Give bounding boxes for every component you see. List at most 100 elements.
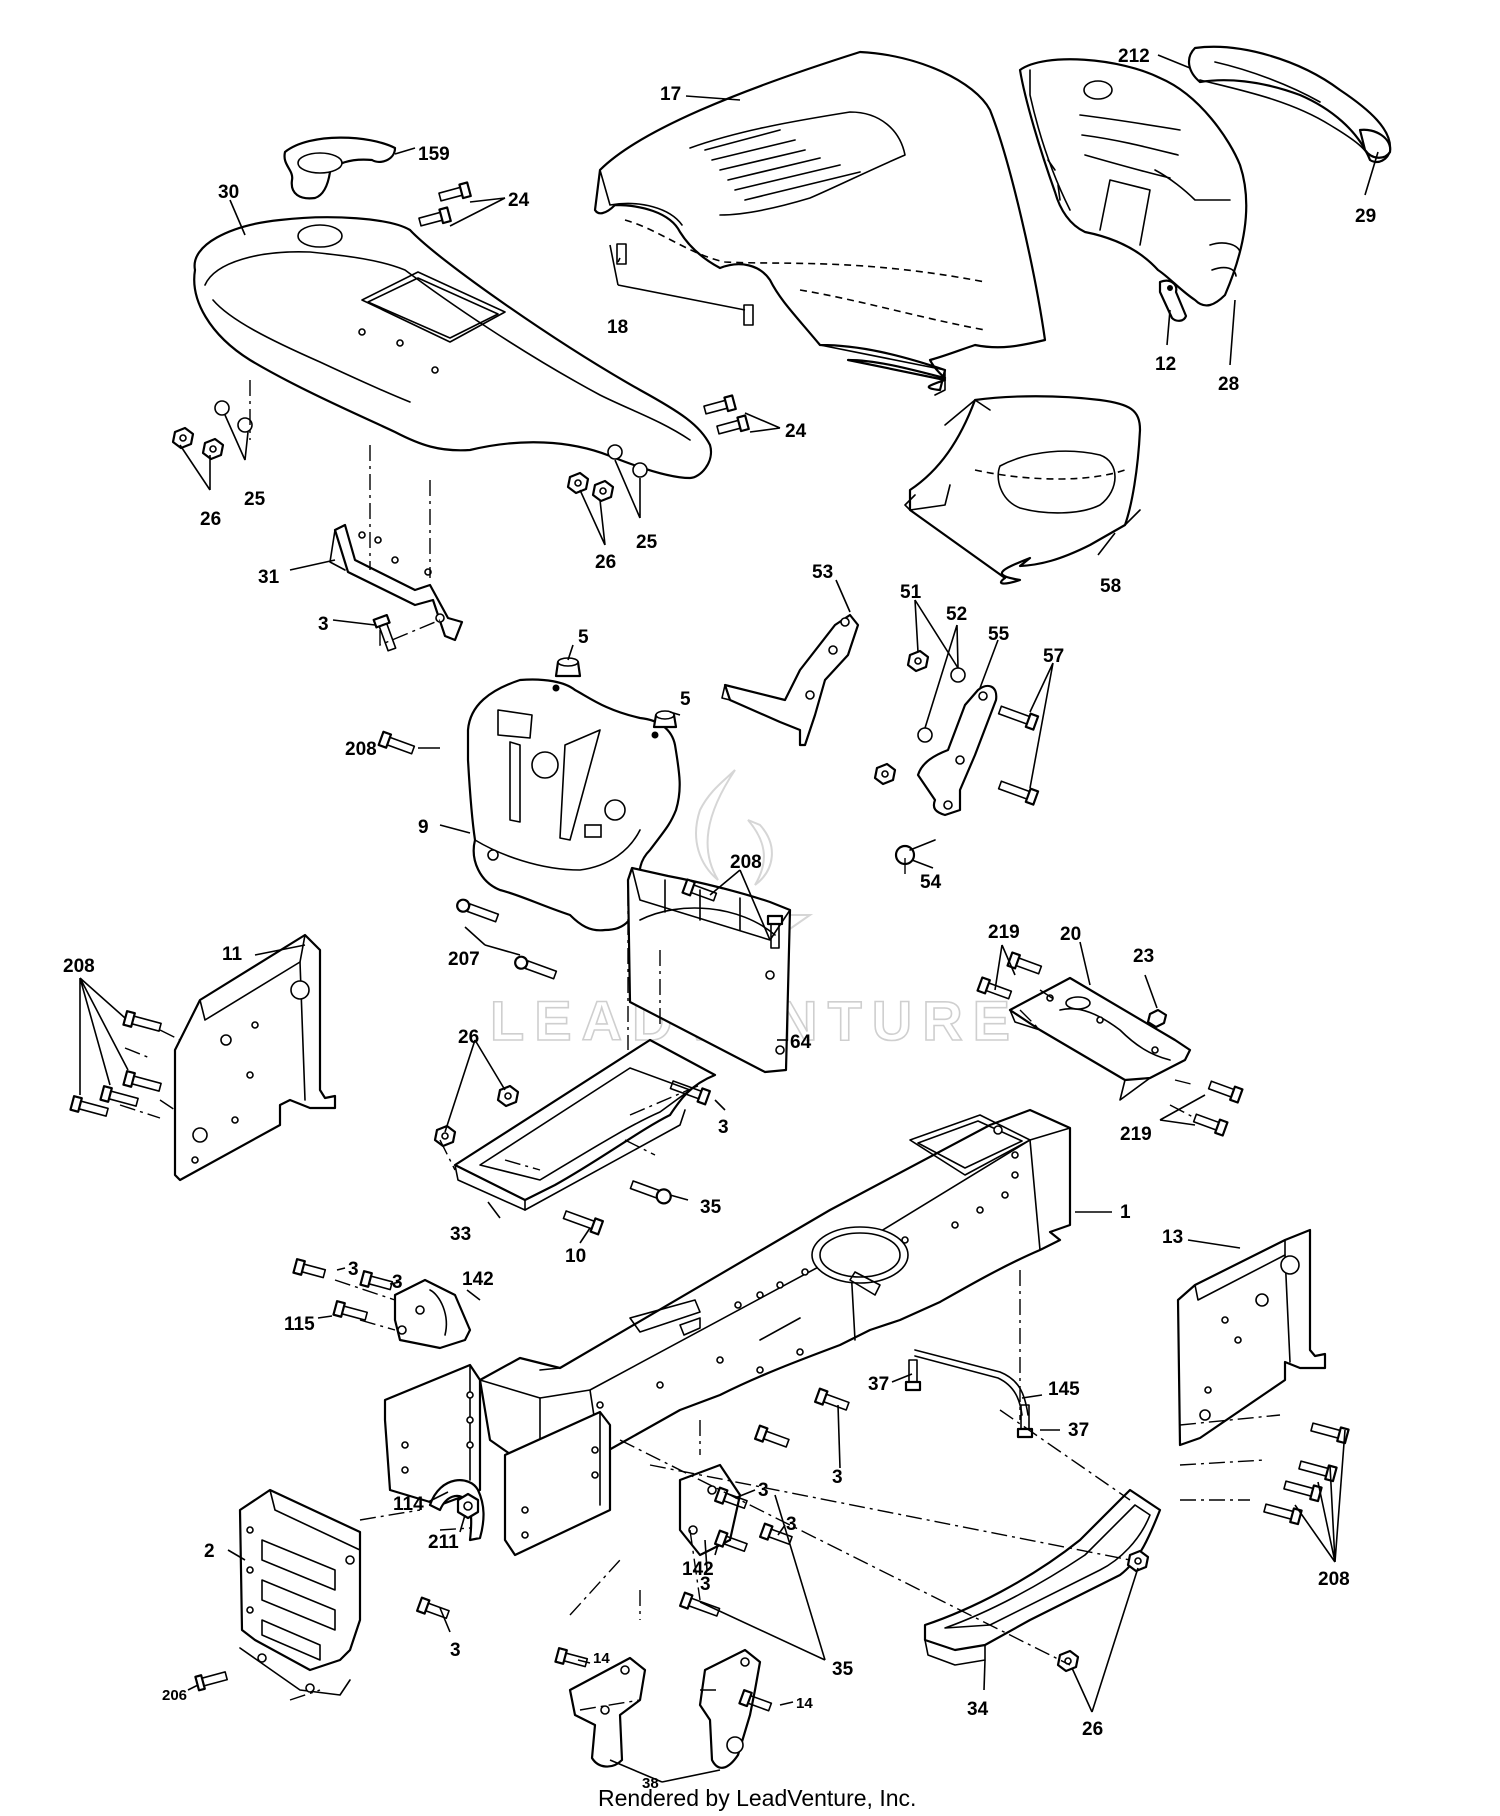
callout-3-footrest: 3 (718, 1117, 729, 1138)
bolt-14-b (738, 1689, 773, 1712)
part-64-console-bracket (626, 866, 792, 1074)
front-bracket-left (383, 1363, 482, 1507)
callout-25-mid: 25 (636, 532, 658, 553)
callout-208-right-panel: 208 (1318, 1569, 1350, 1590)
nut-5-a (554, 657, 582, 678)
leader-lines (79, 54, 1379, 1783)
bolt-10 (562, 1210, 605, 1236)
bolt-3-e (813, 1387, 850, 1411)
nut-26-g (1126, 1549, 1150, 1573)
bolt-57-b (997, 780, 1040, 806)
callout-3-front-b: 3 (392, 1272, 403, 1293)
bolt-208-k (1263, 1503, 1303, 1526)
alignment-lines (119, 380, 1281, 1711)
part-31-seat-bracket (329, 523, 464, 642)
bolt-208-e (122, 1070, 162, 1092)
nut-5-b (652, 710, 678, 729)
bolt-24-b (418, 206, 452, 227)
bolt-219-b (976, 976, 1013, 1000)
bolt-3-b (669, 1080, 712, 1106)
bolt-208-g (69, 1095, 109, 1117)
callout-35-upper: 35 (700, 1197, 722, 1218)
callout-58: 58 (1100, 576, 1121, 597)
callout-26-footrest: 26 (458, 1027, 479, 1048)
callout-14-right: 14 (796, 1695, 813, 1712)
bolt-207-b (514, 955, 558, 980)
callout-115: 115 (284, 1314, 315, 1335)
callout-3-seat: 3 (318, 614, 329, 635)
bolt-219-a (1006, 951, 1043, 975)
part-53-bracket (721, 613, 860, 747)
callout-12: 12 (1155, 354, 1176, 375)
bolt-3-d (359, 1270, 394, 1291)
bolt-3-i (415, 1596, 450, 1620)
bolt-37-b (1016, 1404, 1034, 1439)
nut-26-h (1056, 1649, 1080, 1673)
bolt-35-b (753, 1424, 790, 1448)
part-38-bracket-right (698, 1648, 762, 1769)
callout-30: 30 (218, 182, 239, 203)
callout-14-left: 14 (593, 1650, 610, 1667)
bolt-24-d (716, 414, 750, 435)
callout-26-lower: 26 (1082, 1719, 1103, 1740)
nut-51-a (906, 649, 930, 673)
callout-2: 2 (204, 1541, 215, 1562)
bolt-208-a (377, 730, 416, 755)
callout-142-lower: 142 (682, 1559, 714, 1580)
part-34-footrest (923, 1488, 1162, 1666)
part-12-clip (1158, 279, 1188, 322)
callout-5-lower: 5 (680, 689, 691, 710)
bolt-207-a (456, 898, 500, 923)
front-bracket-right (503, 1410, 612, 1557)
washer-52-b (917, 727, 933, 743)
part-55-lever-plate (916, 684, 998, 817)
washer-52-a (950, 667, 966, 683)
callout-17: 17 (660, 84, 681, 105)
bolt-57-a (997, 705, 1040, 731)
callout-206: 206 (162, 1687, 187, 1704)
callout-9: 9 (418, 817, 429, 838)
callout-35-lower: 35 (832, 1659, 854, 1680)
callout-54: 54 (920, 872, 942, 893)
callout-11: 11 (222, 944, 243, 965)
callout-24-lower: 24 (785, 421, 807, 442)
callout-3-center: 3 (832, 1467, 843, 1488)
callout-114: 114 (393, 1494, 424, 1515)
nut-26-c (566, 471, 590, 495)
bolt-208-b (681, 878, 718, 902)
callout-26-left: 26 (200, 509, 221, 530)
part-1-main-frame (478, 1108, 1072, 1477)
washer-25-c (607, 444, 623, 460)
callout-18: 18 (607, 317, 628, 338)
callout-13: 13 (1162, 1227, 1183, 1248)
callout-3-bracket-a: 3 (758, 1480, 769, 1501)
screw-54 (894, 839, 936, 866)
bolt-206 (194, 1671, 229, 1692)
callout-64: 64 (790, 1032, 812, 1053)
part-212-grille-housing (1018, 58, 1248, 307)
nut-26-d (591, 479, 615, 503)
callout-55: 55 (988, 624, 1010, 645)
callout-23: 23 (1133, 946, 1154, 967)
bolt-3-h (713, 1529, 748, 1553)
callout-3-bracket-b: 3 (786, 1514, 797, 1535)
callout-25-left: 25 (244, 489, 266, 510)
part-13-side-panel (1176, 1228, 1327, 1447)
callout-207: 207 (448, 949, 480, 970)
bolt-35-a (629, 1180, 672, 1205)
bolt-3-g (758, 1522, 793, 1546)
callout-53: 53 (812, 562, 833, 583)
nut-26-e (496, 1084, 520, 1108)
callout-3-bracket-c: 3 (700, 1574, 711, 1595)
callout-34: 34 (967, 1699, 989, 1720)
callout-159: 159 (418, 144, 450, 165)
nut-26-f (433, 1124, 457, 1148)
nut-26-b (201, 437, 225, 461)
callout-29: 29 (1355, 206, 1376, 227)
part-20-mount-bracket (1008, 976, 1192, 1101)
callout-211: 211 (428, 1532, 459, 1553)
part-145-rod (914, 1349, 1029, 1416)
callout-20: 20 (1060, 924, 1081, 945)
callout-5-upper: 5 (578, 627, 589, 648)
